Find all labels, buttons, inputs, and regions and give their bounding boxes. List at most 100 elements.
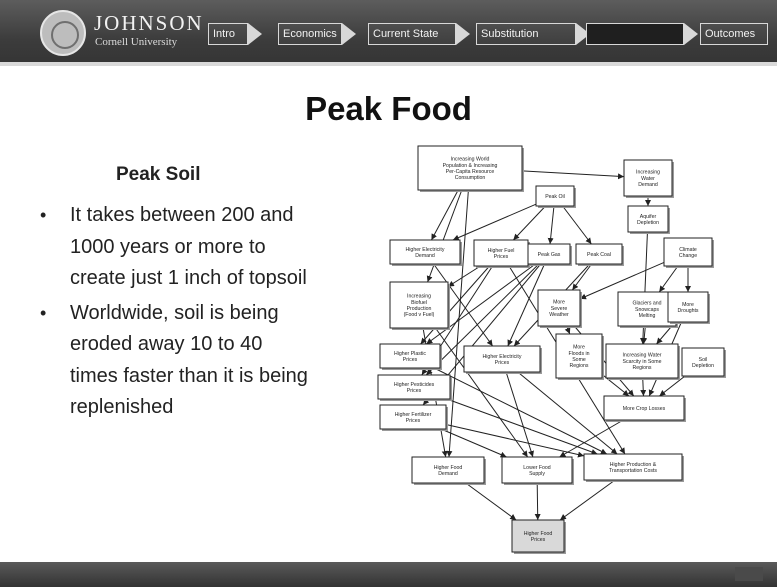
nav-current-section[interactable]: [586, 23, 684, 45]
diagram-arrow: [559, 479, 616, 521]
diagram-node-label: Change: [679, 253, 697, 259]
diagram-node-label: Demand: [415, 253, 435, 259]
diagram-node-label: Soil: [699, 357, 708, 363]
diagram-node-label: Regions: [632, 365, 651, 371]
diagram-node-label: Higher Food: [434, 465, 463, 471]
diagram-arrow: [452, 203, 537, 241]
diagram-node-cropLoss: More Crop Losses: [603, 395, 686, 422]
diagram-arrow: [430, 189, 459, 241]
nav-outcomes[interactable]: Outcomes: [700, 23, 768, 45]
diagram-node-label: Higher Production &: [610, 462, 657, 468]
diagram-node-label: Snowcaps: [635, 307, 659, 313]
diagram-arrow: [547, 205, 555, 245]
diagram-node-label: Prices: [494, 254, 509, 260]
slide-title: Peak Food: [305, 90, 472, 127]
diagram-node-label: Some: [572, 357, 586, 363]
diagram-arrow: [433, 263, 494, 347]
bullet-item: It takes between 200 and 1000 years or m…: [36, 200, 310, 295]
diagram-node-label: Higher Electricity: [406, 247, 445, 253]
diagram-node-label: Demand: [438, 471, 458, 477]
diagram-arrow: [659, 375, 686, 397]
diagram-node-label: Higher Electricity: [483, 354, 522, 360]
bullet-item: Worldwide, soil is being eroded away 10 …: [36, 298, 310, 424]
diagram-node-label: Prices: [403, 357, 418, 363]
diagram-node-label: Prices: [495, 360, 510, 366]
diagram-node-label: Transportation Costs: [609, 468, 657, 474]
diagram-node-label: Regions: [569, 363, 588, 369]
diagram-arrow: [445, 424, 585, 458]
diagram-arrow: [521, 170, 625, 180]
diagram-node-label: Higher Fuel: [488, 248, 515, 254]
diagram-node-label: Consumption: [455, 175, 486, 181]
diagram-node-label: Higher Food: [524, 531, 553, 537]
diagram-arrow: [562, 205, 592, 245]
section-subtitle: Peak Soil: [116, 164, 201, 185]
diagram-node-label: (Food v Fuel): [404, 312, 435, 318]
diagram-node-label: Higher Fertilizer: [395, 412, 432, 418]
diagram-node-label: Supply: [529, 471, 545, 477]
diagram-node-label: Peak Coal: [587, 252, 611, 258]
chevron-right-icon: [342, 23, 356, 45]
nav-substitution[interactable]: Substitution: [476, 23, 576, 45]
diagram-node-label: Demand: [638, 182, 658, 188]
diagram-arrow: [641, 325, 648, 345]
diagram-node-label: Aquifer: [640, 214, 657, 220]
diagram-arrow: [512, 205, 546, 241]
diagram-arrow: [435, 327, 529, 458]
diagram-node-oil: Peak Oil: [535, 185, 576, 208]
diagram-node-label: Climate: [679, 247, 697, 253]
nav-current-state[interactable]: Current State: [368, 23, 456, 45]
diagram-arrow: [505, 371, 534, 458]
diagram-arrow: [420, 265, 490, 345]
diagram-node-label: Increasing: [636, 170, 660, 176]
diagram-node-label: Prices: [531, 537, 546, 543]
diagram-node-label: Melting: [639, 313, 656, 319]
diagram-node-label: Floods in: [568, 351, 589, 357]
diagram-node-label: Weather: [549, 312, 569, 318]
diagram-node-label: Peak Oil: [545, 194, 565, 200]
diagram-arrow: [465, 482, 517, 521]
diagram-arrow: [433, 367, 608, 455]
diagram-node-label: Depletion: [637, 220, 659, 226]
header-bar: JOHNSON Cornell University Intro Economi…: [0, 0, 777, 66]
bullet-list: It takes between 200 and 1000 years or m…: [36, 200, 310, 424]
nav-intro[interactable]: Intro: [208, 23, 248, 45]
diagram-node-label: Production: [407, 306, 432, 312]
diagram-node-label: Increasing Water: [622, 353, 661, 359]
diagram-node-label: Biofuel: [411, 300, 427, 306]
diagram-arrow: [426, 263, 536, 345]
diagram-node-label: Higher Plastic: [394, 351, 426, 357]
diagram-arrow: [440, 428, 507, 458]
diagram-node-label: Population & Increasing: [443, 163, 498, 169]
diagram-node-label: Peak Gas: [538, 252, 561, 258]
diagram-arrow: [507, 263, 545, 347]
diagram-node-label: Lower Food: [523, 465, 551, 471]
diagram-arrow: [571, 263, 592, 291]
diagram-node-label: More: [573, 345, 585, 351]
diagram-node-label: More: [682, 302, 694, 308]
diagram-arrow: [446, 189, 469, 458]
diagram-node-label: Water: [641, 176, 655, 182]
diagram-node-costs: Higher Production &Transportation Costs: [583, 453, 684, 482]
diagram-node-label: Glaciers and: [632, 301, 661, 307]
diagram-arrow: [579, 261, 665, 300]
diagram-node-label: Droughts: [677, 308, 698, 314]
nav-economics[interactable]: Economics: [278, 23, 342, 45]
diagram-node-gas: Peak Gas: [527, 243, 572, 266]
